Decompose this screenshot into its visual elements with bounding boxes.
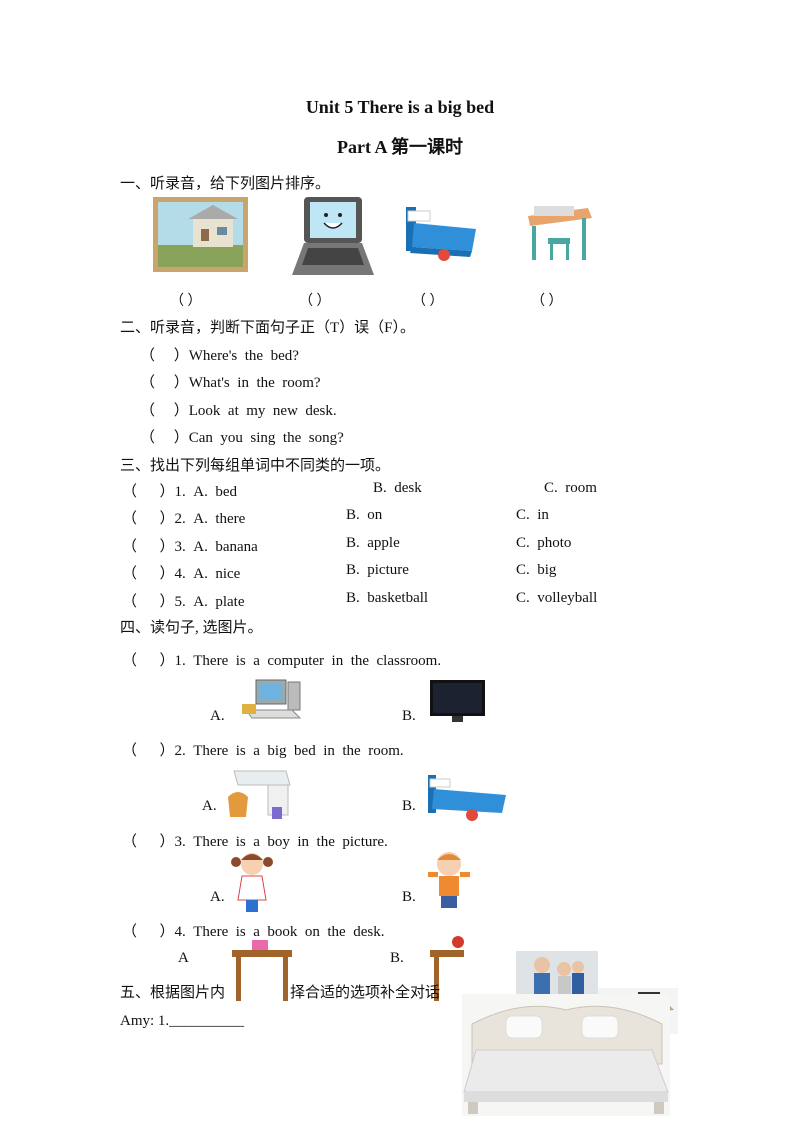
page-subtitle: Part A 第一课时	[337, 137, 463, 157]
bed-icon	[404, 203, 478, 263]
choice-q4: （ ）4. There is a book on the desk.	[122, 924, 385, 940]
word-row-5-b: B. basketball	[346, 590, 429, 606]
bed-icon[interactable]	[426, 773, 508, 823]
table-ball-icon[interactable]	[430, 934, 464, 1002]
section-5-heading-rest: 择合适的选项补全对话	[290, 985, 441, 1001]
choice-q2: （ ）2. There is a big bed in the room.	[122, 743, 404, 759]
word-row-2-c: C. in	[516, 507, 549, 523]
q4-option-b: B.	[390, 950, 404, 966]
order-blank-3[interactable]: （ ）	[412, 294, 444, 309]
house-picture-icon	[153, 197, 248, 272]
tv-icon[interactable]	[430, 680, 485, 722]
word-row-4-b: B. picture	[346, 562, 409, 578]
q1-option-a: A.	[210, 708, 225, 724]
word-row-4-c: C. big	[516, 562, 557, 578]
laptop-icon	[290, 193, 375, 283]
desk-chair-icon	[522, 198, 594, 266]
word-row-3-a: （ ）3. A. banana	[122, 539, 258, 555]
tf-item-4: （ ）Can you sing the song?	[140, 430, 344, 446]
tf-item-1: （ ）Where's the bed?	[140, 348, 299, 364]
q1-option-b: B.	[402, 708, 416, 724]
tf-item-2: （ ）What's in the room?	[140, 375, 321, 391]
order-blank-2[interactable]: （ ）	[299, 294, 331, 309]
word-row-1-b: B. desk	[373, 480, 422, 496]
section-3-heading: 三、找出下列每组单词中不同类的一项。	[120, 458, 391, 474]
desk-icon[interactable]	[224, 767, 294, 823]
girl-icon[interactable]	[228, 848, 276, 916]
order-blank-4[interactable]: （ ）	[531, 294, 563, 309]
section-1-heading: 一、听录音，给下列图片排序。	[120, 176, 331, 192]
table-book-icon[interactable]	[232, 938, 292, 1004]
q2-option-b: B.	[402, 798, 416, 814]
word-row-5-a: （ ）5. A. plate	[122, 594, 245, 610]
page-title: Unit 5 There is a big bed	[305, 97, 495, 117]
section-4-heading: 四、读句子, 选图片。	[120, 620, 263, 636]
word-row-2-b: B. on	[346, 507, 383, 523]
choice-q1: （ ）1. There is a computer in the classro…	[122, 653, 442, 669]
word-row-5-c: C. volleyball	[516, 590, 598, 606]
section-5-heading: 五、根据图片内	[120, 985, 226, 1001]
q3-option-a: A.	[210, 889, 225, 905]
amy-dialogue-line: Amy: 1.__________	[120, 1013, 245, 1029]
q3-option-b: B.	[402, 889, 416, 905]
word-row-1-c: C. room	[544, 480, 597, 496]
large-bed-photo	[462, 994, 670, 1116]
choice-q3: （ ）3. There is a boy in the picture.	[122, 834, 388, 850]
word-row-4-a: （ ）4. A. nice	[122, 566, 241, 582]
computer-icon[interactable]	[242, 676, 306, 722]
section-2-heading: 二、听录音，判断下面句子正（T）误（F）。	[120, 320, 416, 336]
q2-option-a: A.	[202, 798, 217, 814]
word-row-3-b: B. apple	[346, 535, 400, 551]
q4-option-a: A	[178, 950, 189, 966]
word-row-1-a: （ ）1. A. bed	[122, 484, 237, 500]
order-blank-1[interactable]: （ ）	[170, 294, 202, 309]
word-row-2-a: （ ）2. A. there	[122, 511, 246, 527]
word-row-3-c: C. photo	[516, 535, 572, 551]
tf-item-3: （ ）Look at my new desk.	[140, 403, 337, 419]
boy-icon[interactable]	[426, 848, 472, 912]
